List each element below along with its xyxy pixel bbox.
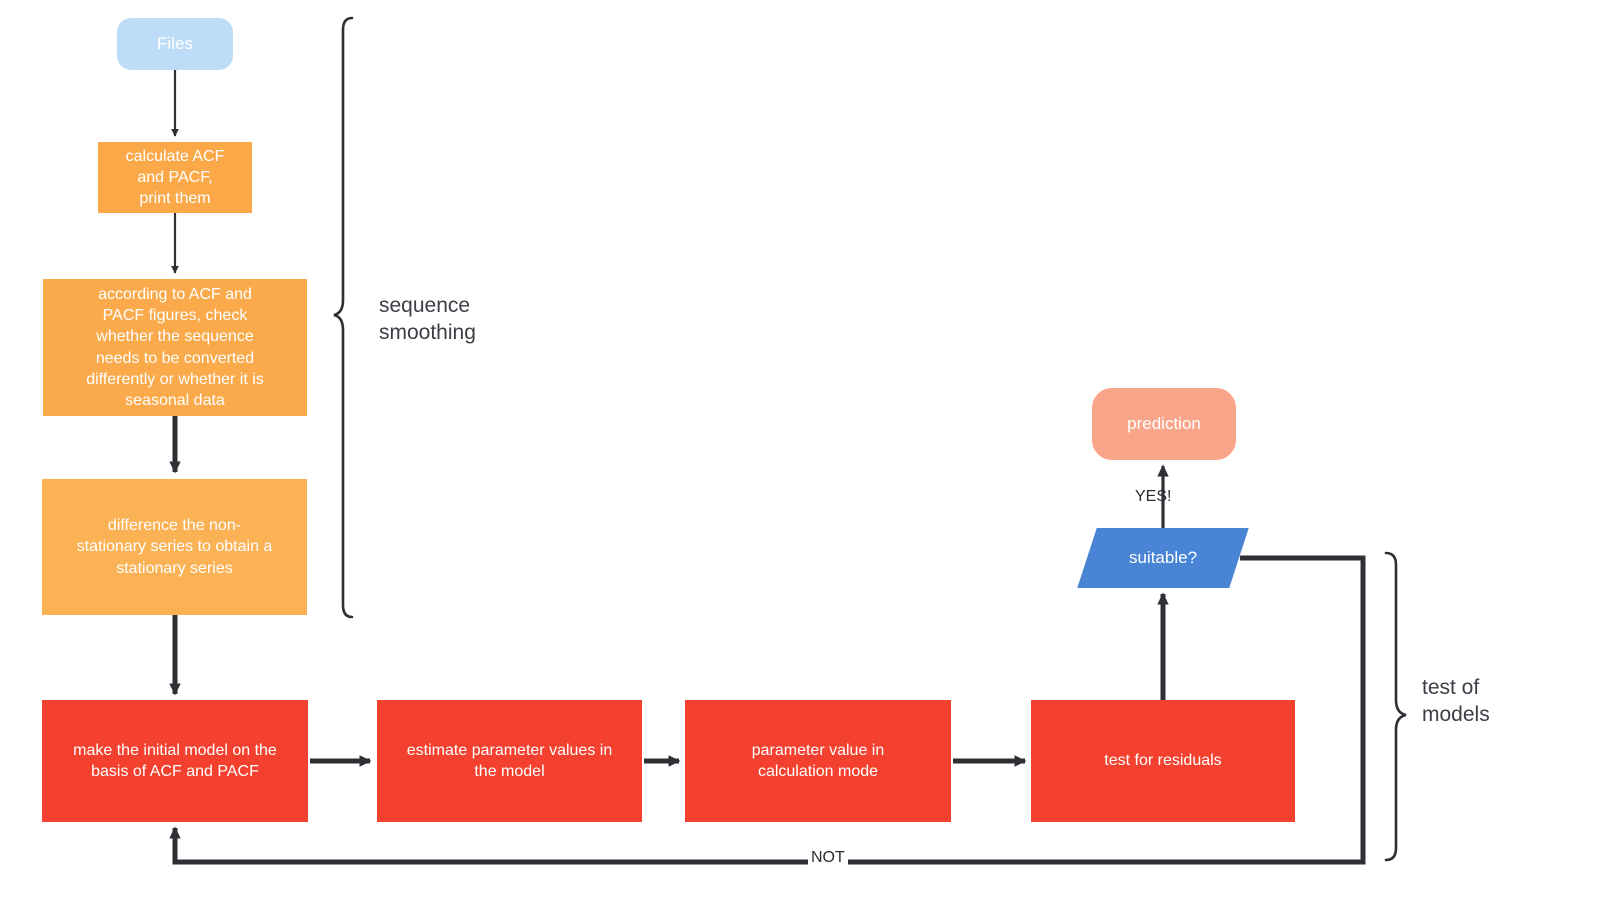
node-parameter-value-label: parameter value in calculation mode <box>751 741 885 780</box>
edge-label-not: NOT <box>808 848 848 869</box>
node-suitable-decision[interactable]: suitable? <box>1077 528 1249 588</box>
group-label-sequence-smoothing: sequence smoothing <box>379 294 476 344</box>
node-test-residuals[interactable]: test for residuals <box>1031 700 1295 822</box>
edge-label-yes: YES! <box>1135 488 1172 505</box>
node-files[interactable]: Files <box>117 18 233 70</box>
node-files-label: Files <box>157 33 193 53</box>
node-difference-series[interactable]: difference the non- stationary series to… <box>42 479 307 615</box>
node-initial-model[interactable]: make the initial model on the basis of A… <box>42 700 308 822</box>
brace-test-of-models <box>1384 551 1407 862</box>
node-estimate-parameters-label: estimate parameter values in the model <box>406 741 613 780</box>
brace-sequence-smoothing <box>333 16 354 619</box>
node-test-residuals-label: test for residuals <box>1104 752 1222 770</box>
group-label-test-of-models: test of models <box>1422 676 1490 726</box>
node-check-sequence[interactable]: according to ACF and PACF figures, check… <box>43 279 307 416</box>
node-prediction[interactable]: prediction <box>1092 388 1236 460</box>
node-parameter-value[interactable]: parameter value in calculation mode <box>685 700 951 822</box>
node-suitable-label: suitable? <box>1128 547 1198 567</box>
node-calculate-acf-label: calculate ACF and PACF, print them <box>125 147 225 208</box>
node-check-sequence-label: according to ACF and PACF figures, check… <box>86 286 264 409</box>
node-prediction-label: prediction <box>1127 413 1201 433</box>
node-estimate-parameters[interactable]: estimate parameter values in the model <box>377 700 642 822</box>
node-initial-model-label: make the initial model on the basis of A… <box>73 741 277 780</box>
node-calculate-acf[interactable]: calculate ACF and PACF, print them <box>98 142 252 213</box>
node-difference-series-label: difference the non- stationary series to… <box>76 517 273 577</box>
